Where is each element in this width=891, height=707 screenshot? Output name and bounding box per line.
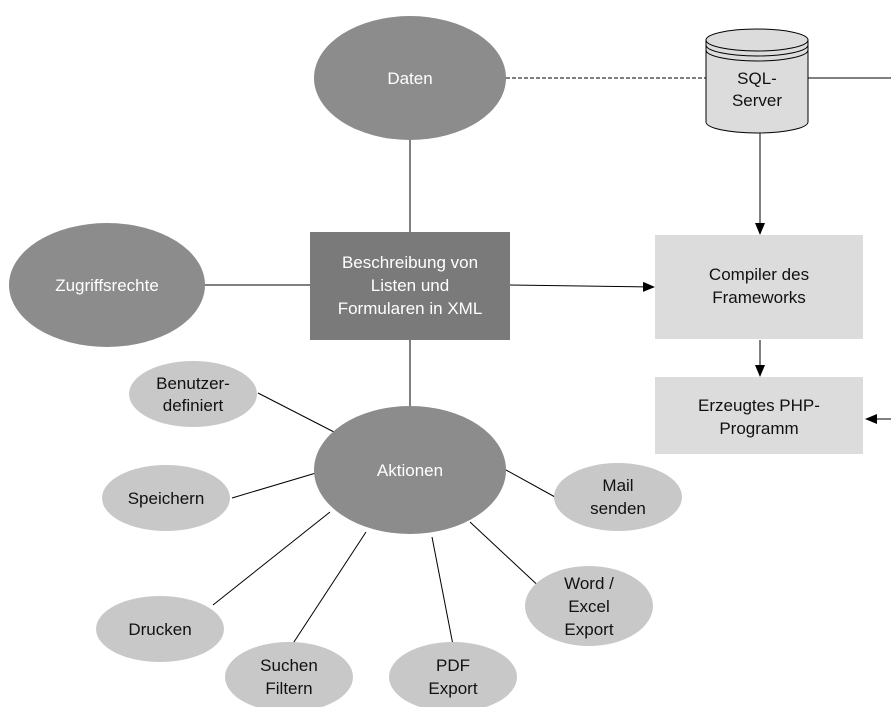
mail-to-aktionen-line xyxy=(505,469,556,498)
benutzerdefiniert-to-aktionen-line xyxy=(257,392,335,433)
suchen-to-aktionen-line xyxy=(289,531,367,649)
zugriffsrechte-label: Zugriffsrechte xyxy=(55,276,159,295)
daten-node: Daten xyxy=(314,16,506,140)
benutzerdefiniert-ellipse xyxy=(129,361,257,427)
benutzerdefiniert-node: Benutzer- definiert xyxy=(129,361,257,427)
connectors xyxy=(205,77,891,649)
mail-senden-ellipse xyxy=(554,463,682,531)
daten-label: Daten xyxy=(387,69,432,88)
xml-label-line3: Formularen in XML xyxy=(338,299,483,318)
pdf-to-aktionen-line xyxy=(431,536,454,646)
mail-senden-label-line1: Mail xyxy=(602,476,633,495)
drucken-node: Drucken xyxy=(96,596,224,662)
pdf-export-node: PDF Export xyxy=(389,642,517,707)
sql-cylinder-ring1 xyxy=(705,44,809,57)
benutzerdefiniert-label-line2: definiert xyxy=(163,396,224,415)
word-excel-export-node: Word / Excel Export xyxy=(525,566,653,646)
word-excel-export-ellipse xyxy=(525,566,653,646)
aktionen-node: Aktionen xyxy=(314,406,506,534)
zugriffsrechte-ellipse xyxy=(9,223,205,347)
sql-cylinder-ring2 xyxy=(705,49,809,62)
php-program-box xyxy=(655,377,863,454)
sql-label-line2: Server xyxy=(732,91,782,110)
speichern-node: Speichern xyxy=(102,465,230,531)
sql-cylinder-top xyxy=(705,28,809,52)
pdf-export-label-line2: Export xyxy=(428,679,477,698)
php-label-line1: Erzeugtes PHP- xyxy=(698,396,820,415)
arrows xyxy=(509,133,891,424)
suchen-filtern-ellipse xyxy=(225,642,353,707)
sql-cylinder-body xyxy=(705,40,809,134)
suchen-filtern-label-line1: Suchen xyxy=(260,656,318,675)
pdf-export-ellipse xyxy=(389,642,517,707)
xml-description-node: Beschreibung von Listen und Formularen i… xyxy=(310,232,510,340)
speichern-label: Speichern xyxy=(128,489,205,508)
speichern-to-aktionen-line xyxy=(231,472,317,499)
suchen-filtern-label-line2: Filtern xyxy=(265,679,312,698)
word-excel-label-line1: Word / xyxy=(564,574,614,593)
compiler-label-line2: Frameworks xyxy=(712,288,806,307)
compiler-label-line1: Compiler des xyxy=(709,265,809,284)
php-label-line2: Programm xyxy=(719,419,798,438)
aktionen-label: Aktionen xyxy=(377,461,443,480)
sql-server-node: SQL- Server xyxy=(705,28,809,134)
drucken-label: Drucken xyxy=(128,620,191,639)
aktionen-ellipse xyxy=(314,406,506,534)
daten-ellipse xyxy=(314,16,506,140)
word-excel-label-line2: Excel xyxy=(568,597,610,616)
word-to-aktionen-line xyxy=(469,521,546,593)
php-program-node: Erzeugtes PHP- Programm xyxy=(655,377,863,454)
pdf-export-label-line1: PDF xyxy=(436,656,470,675)
drucken-to-aktionen-line xyxy=(212,511,331,606)
zugriffsrechte-node: Zugriffsrechte xyxy=(9,223,205,347)
mail-senden-node: Mail senden xyxy=(554,463,682,531)
speichern-ellipse xyxy=(102,465,230,531)
xml-to-compiler-arrow xyxy=(509,281,655,292)
sql-label-line1: SQL- xyxy=(737,69,777,88)
xml-description-box xyxy=(310,232,510,340)
compiler-node: Compiler des Frameworks xyxy=(655,235,863,339)
drucken-ellipse xyxy=(96,596,224,662)
xml-label-line1: Beschreibung von xyxy=(342,253,478,272)
mail-senden-label-line2: senden xyxy=(590,499,646,518)
benutzerdefiniert-label-line1: Benutzer- xyxy=(156,374,230,393)
compiler-box xyxy=(655,235,863,339)
word-excel-label-line3: Export xyxy=(564,620,613,639)
xml-label-line2: Listen und xyxy=(371,276,449,295)
suchen-filtern-node: Suchen Filtern xyxy=(225,642,353,707)
